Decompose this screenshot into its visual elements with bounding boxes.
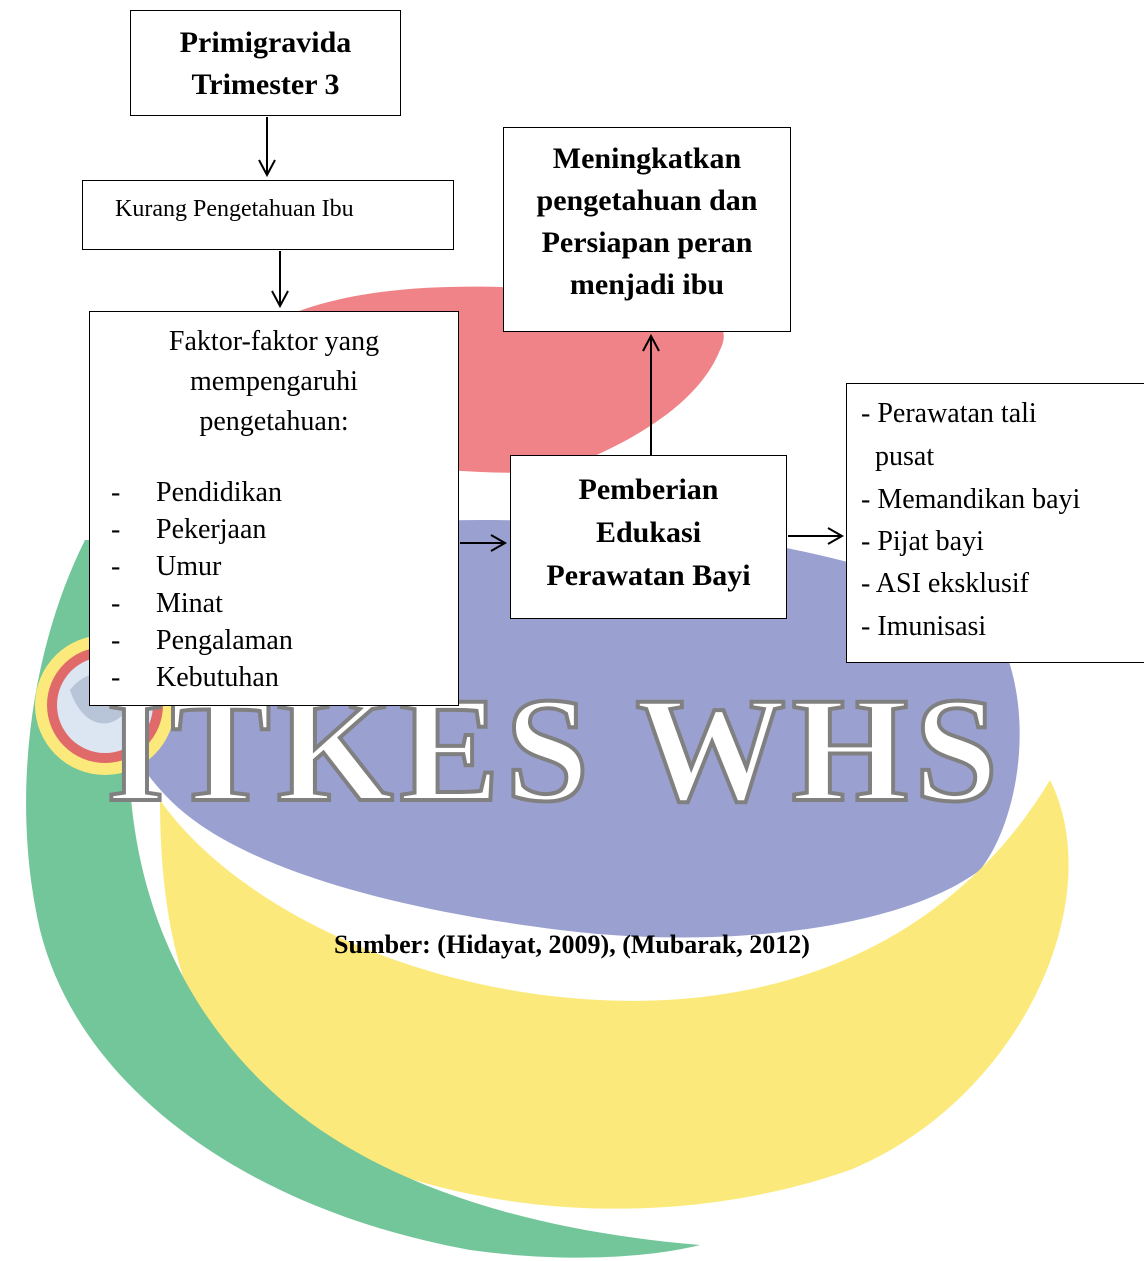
perawatan-item-memandikan: - Memandikan bayi [861,484,1081,515]
box-perawatan-bayi: - Perawatan tali pusat - Memandikan bayi… [846,383,1144,663]
perawatan-item-imunisasi: - Imunisasi [861,611,987,642]
primigravida-line-2: Trimester 3 [191,68,340,101]
list-bullet: - [111,477,121,508]
pemberian-line-2: Edukasi [595,516,702,549]
meningkatkan-line-2: pengetahuan dan [536,184,758,217]
kurang-pengetahuan-text: Kurang Pengetahuan Ibu [115,196,354,222]
faktor-item-pekerjaan: Pekerjaan [156,514,267,545]
faktor-title-line-1: Faktor-faktor yang [168,326,380,357]
box-primigravida: Primigravida Trimester 3 [130,10,401,116]
pemberian-line-1: Pemberian [578,473,719,506]
faktor-item-minat: Minat [156,588,223,619]
box-kurang-pengetahuan: Kurang Pengetahuan Ibu [82,180,454,250]
perawatan-item-asi: - ASI eksklusif [861,568,1029,599]
source-citation: Sumber: (Hidayat, 2009), (Mubarak, 2012) [334,930,810,959]
box-faktor: Faktor-faktor yang mempengaruhi pengetah… [89,311,459,706]
watermark-yellow-shape [160,780,1069,1209]
perawatan-item-pijat: - Pijat bayi [861,526,984,557]
meningkatkan-line-1: Meningkatkan [552,142,742,175]
perawatan-item-tali-pusat: - Perawatan tali [861,398,1037,429]
pemberian-line-3: Perawatan Bayi [546,559,751,592]
box-pemberian-edukasi: Pemberian Edukasi Perawatan Bayi [510,455,787,619]
list-bullet: - [111,514,121,545]
watermark-green-shape [26,540,701,1258]
list-bullet: - [111,662,121,693]
perawatan-item-tali-pusat-cont: pusat [861,441,935,472]
faktor-title: Faktor-faktor yang mempengaruhi pengetah… [90,322,458,442]
faktor-item-kebutuhan: Kebutuhan [156,662,279,693]
faktor-title-line-3: pengetahuan: [199,406,349,437]
faktor-item-pengalaman: Pengalaman [156,625,293,656]
list-bullet: - [111,551,121,582]
faktor-item-umur: Umur [156,551,222,582]
meningkatkan-line-4: menjadi ibu [569,268,725,301]
box-meningkatkan: Meningkatkan pengetahuan dan Persiapan p… [503,127,791,332]
faktor-item-pendidikan: Pendidikan [156,477,282,508]
list-bullet: - [111,588,121,619]
list-bullet: - [111,625,121,656]
faktor-title-line-2: mempengaruhi [190,366,358,397]
primigravida-line-1: Primigravida [179,26,352,59]
meningkatkan-line-3: Persiapan peran [541,226,753,259]
